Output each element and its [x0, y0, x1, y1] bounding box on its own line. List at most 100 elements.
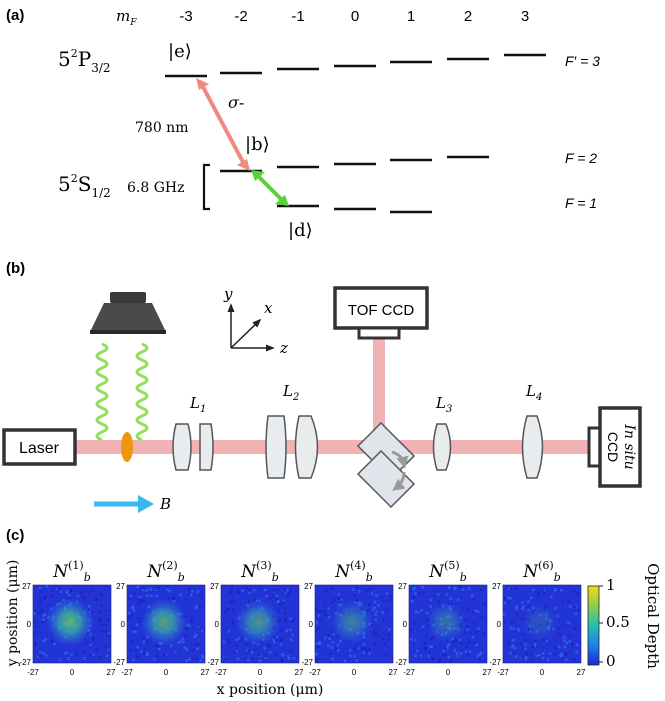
b-field-arrow [94, 495, 154, 513]
x-tick-label: -27 [403, 668, 415, 677]
absorption-image [502, 584, 582, 664]
y-tick-label: 0 [403, 620, 408, 629]
tof-ccd-label: TOF CCD [348, 302, 415, 319]
hyperfine-bracket [202, 163, 210, 211]
hyperfine-label: 6.8 GHz [127, 180, 184, 196]
microwave-horn-icon [90, 292, 166, 334]
x-tick-label: -27 [309, 668, 321, 677]
colorbar-label: Optical Depth [644, 563, 662, 669]
x-axis-label: x position (μm) [217, 682, 324, 698]
b-field-label: B [159, 495, 171, 513]
reflection-arrows [391, 450, 409, 491]
laser-beam [75, 440, 590, 454]
image-title: N(4)b [334, 559, 373, 584]
excited-state-label: 52P3/2 [58, 47, 111, 75]
y-tick-label: -27 [113, 658, 125, 667]
mf-symbol: mF [116, 7, 137, 28]
lens-l4 [521, 415, 544, 479]
coordinate-axes [227, 303, 275, 352]
beam-splitter [356, 421, 416, 509]
image-title: N(2)b [146, 559, 185, 584]
laser-box [2, 428, 77, 466]
y-tick-label: 27 [116, 582, 125, 591]
ket-d-label: |d⟩ [288, 220, 313, 241]
mf-value: 2 [464, 8, 472, 25]
mf-value: -1 [291, 8, 304, 25]
wavelength-label: 780 nm [135, 120, 188, 136]
absorption-image [126, 584, 206, 664]
lens-l1 [172, 423, 214, 471]
f1-levels [277, 204, 432, 214]
absorption-image [314, 584, 394, 664]
y-tick-label: 0 [497, 620, 502, 629]
y-tick-label: 27 [492, 582, 501, 591]
polarization-label: σ- [228, 93, 244, 112]
y-tick-label: -27 [207, 658, 219, 667]
y-tick-label: 0 [27, 620, 32, 629]
y-tick-label: 0 [215, 620, 220, 629]
excited-levels [165, 53, 546, 78]
x-tick-label: 27 [389, 668, 398, 677]
x-tick-label: 0 [540, 668, 545, 677]
mf-value: 0 [351, 8, 359, 25]
y-axis-label: y position (μm) [5, 560, 21, 668]
image-title: N(5)b [428, 559, 467, 584]
colorbar-ticks: 10.50 [599, 576, 630, 670]
lens-l3-label: L3 [435, 394, 452, 415]
y-tick-label: 27 [22, 582, 31, 591]
f2-label: F = 2 [565, 150, 597, 166]
f1-label: F = 1 [565, 195, 597, 211]
axis-z-label: z [279, 339, 288, 357]
x-tick-label: -27 [27, 668, 39, 677]
x-tick-label: 0 [70, 668, 75, 677]
mf-value: 1 [407, 8, 415, 25]
x-tick-label: 27 [295, 668, 304, 677]
x-tick-label: 27 [107, 668, 116, 677]
microwave-wave-icon [95, 342, 149, 442]
image-title: N(1)b [52, 559, 91, 584]
absorption-image [32, 584, 112, 664]
svg-text:In situ: In situ [621, 423, 637, 469]
microwave-transition-arrow [251, 170, 289, 206]
optical-transition-arrow [196, 78, 250, 171]
x-tick-label: 27 [201, 668, 210, 677]
lens-l4-label: L4 [525, 382, 542, 403]
mf-value: 3 [521, 8, 529, 25]
ground-state-label: 52S1/2 [58, 172, 111, 200]
panel-b-label: (b) [6, 260, 25, 277]
y-tick-label: 27 [210, 582, 219, 591]
axis-y-label: y [223, 285, 233, 303]
absorption-images: N(1)b -27 0 27 27 0 -27 N(2)b -27 0 27 27 0 -27 N(3)b -… [19, 559, 586, 677]
insitu-ccd-camera [587, 406, 642, 488]
absorption-image [220, 584, 300, 664]
x-tick-label: 27 [577, 668, 586, 677]
panel-a-label: (a) [6, 7, 24, 24]
mf-value: -3 [179, 8, 192, 25]
lens-l3 [432, 423, 452, 471]
colorbar [587, 585, 600, 666]
insitu-ccd-label: In situ CCD [605, 423, 637, 469]
colorbar-tick-label: 0.5 [606, 613, 630, 631]
y-tick-label: -27 [301, 658, 313, 667]
ket-e-label: |e⟩ [168, 41, 192, 62]
atom-cloud-icon [121, 432, 133, 462]
axis-x-label: x [264, 299, 273, 317]
svg-text:CCD: CCD [605, 432, 621, 462]
y-tick-label: -27 [395, 658, 407, 667]
y-tick-label: -27 [19, 658, 31, 667]
y-tick-label: 27 [398, 582, 407, 591]
x-tick-label: -27 [497, 668, 509, 677]
absorption-image [408, 584, 488, 664]
x-tick-label: 0 [446, 668, 451, 677]
y-tick-label: 27 [304, 582, 313, 591]
colorbar-tick-label: 1 [606, 576, 616, 594]
x-tick-label: 27 [483, 668, 492, 677]
y-tick-label: 0 [309, 620, 314, 629]
f-prime-label: F′ = 3 [565, 53, 600, 69]
image-title: N(3)b [240, 559, 279, 584]
x-tick-label: -27 [215, 668, 227, 677]
lens-l1-label: L1 [189, 394, 206, 415]
tof-ccd-camera [333, 286, 429, 340]
